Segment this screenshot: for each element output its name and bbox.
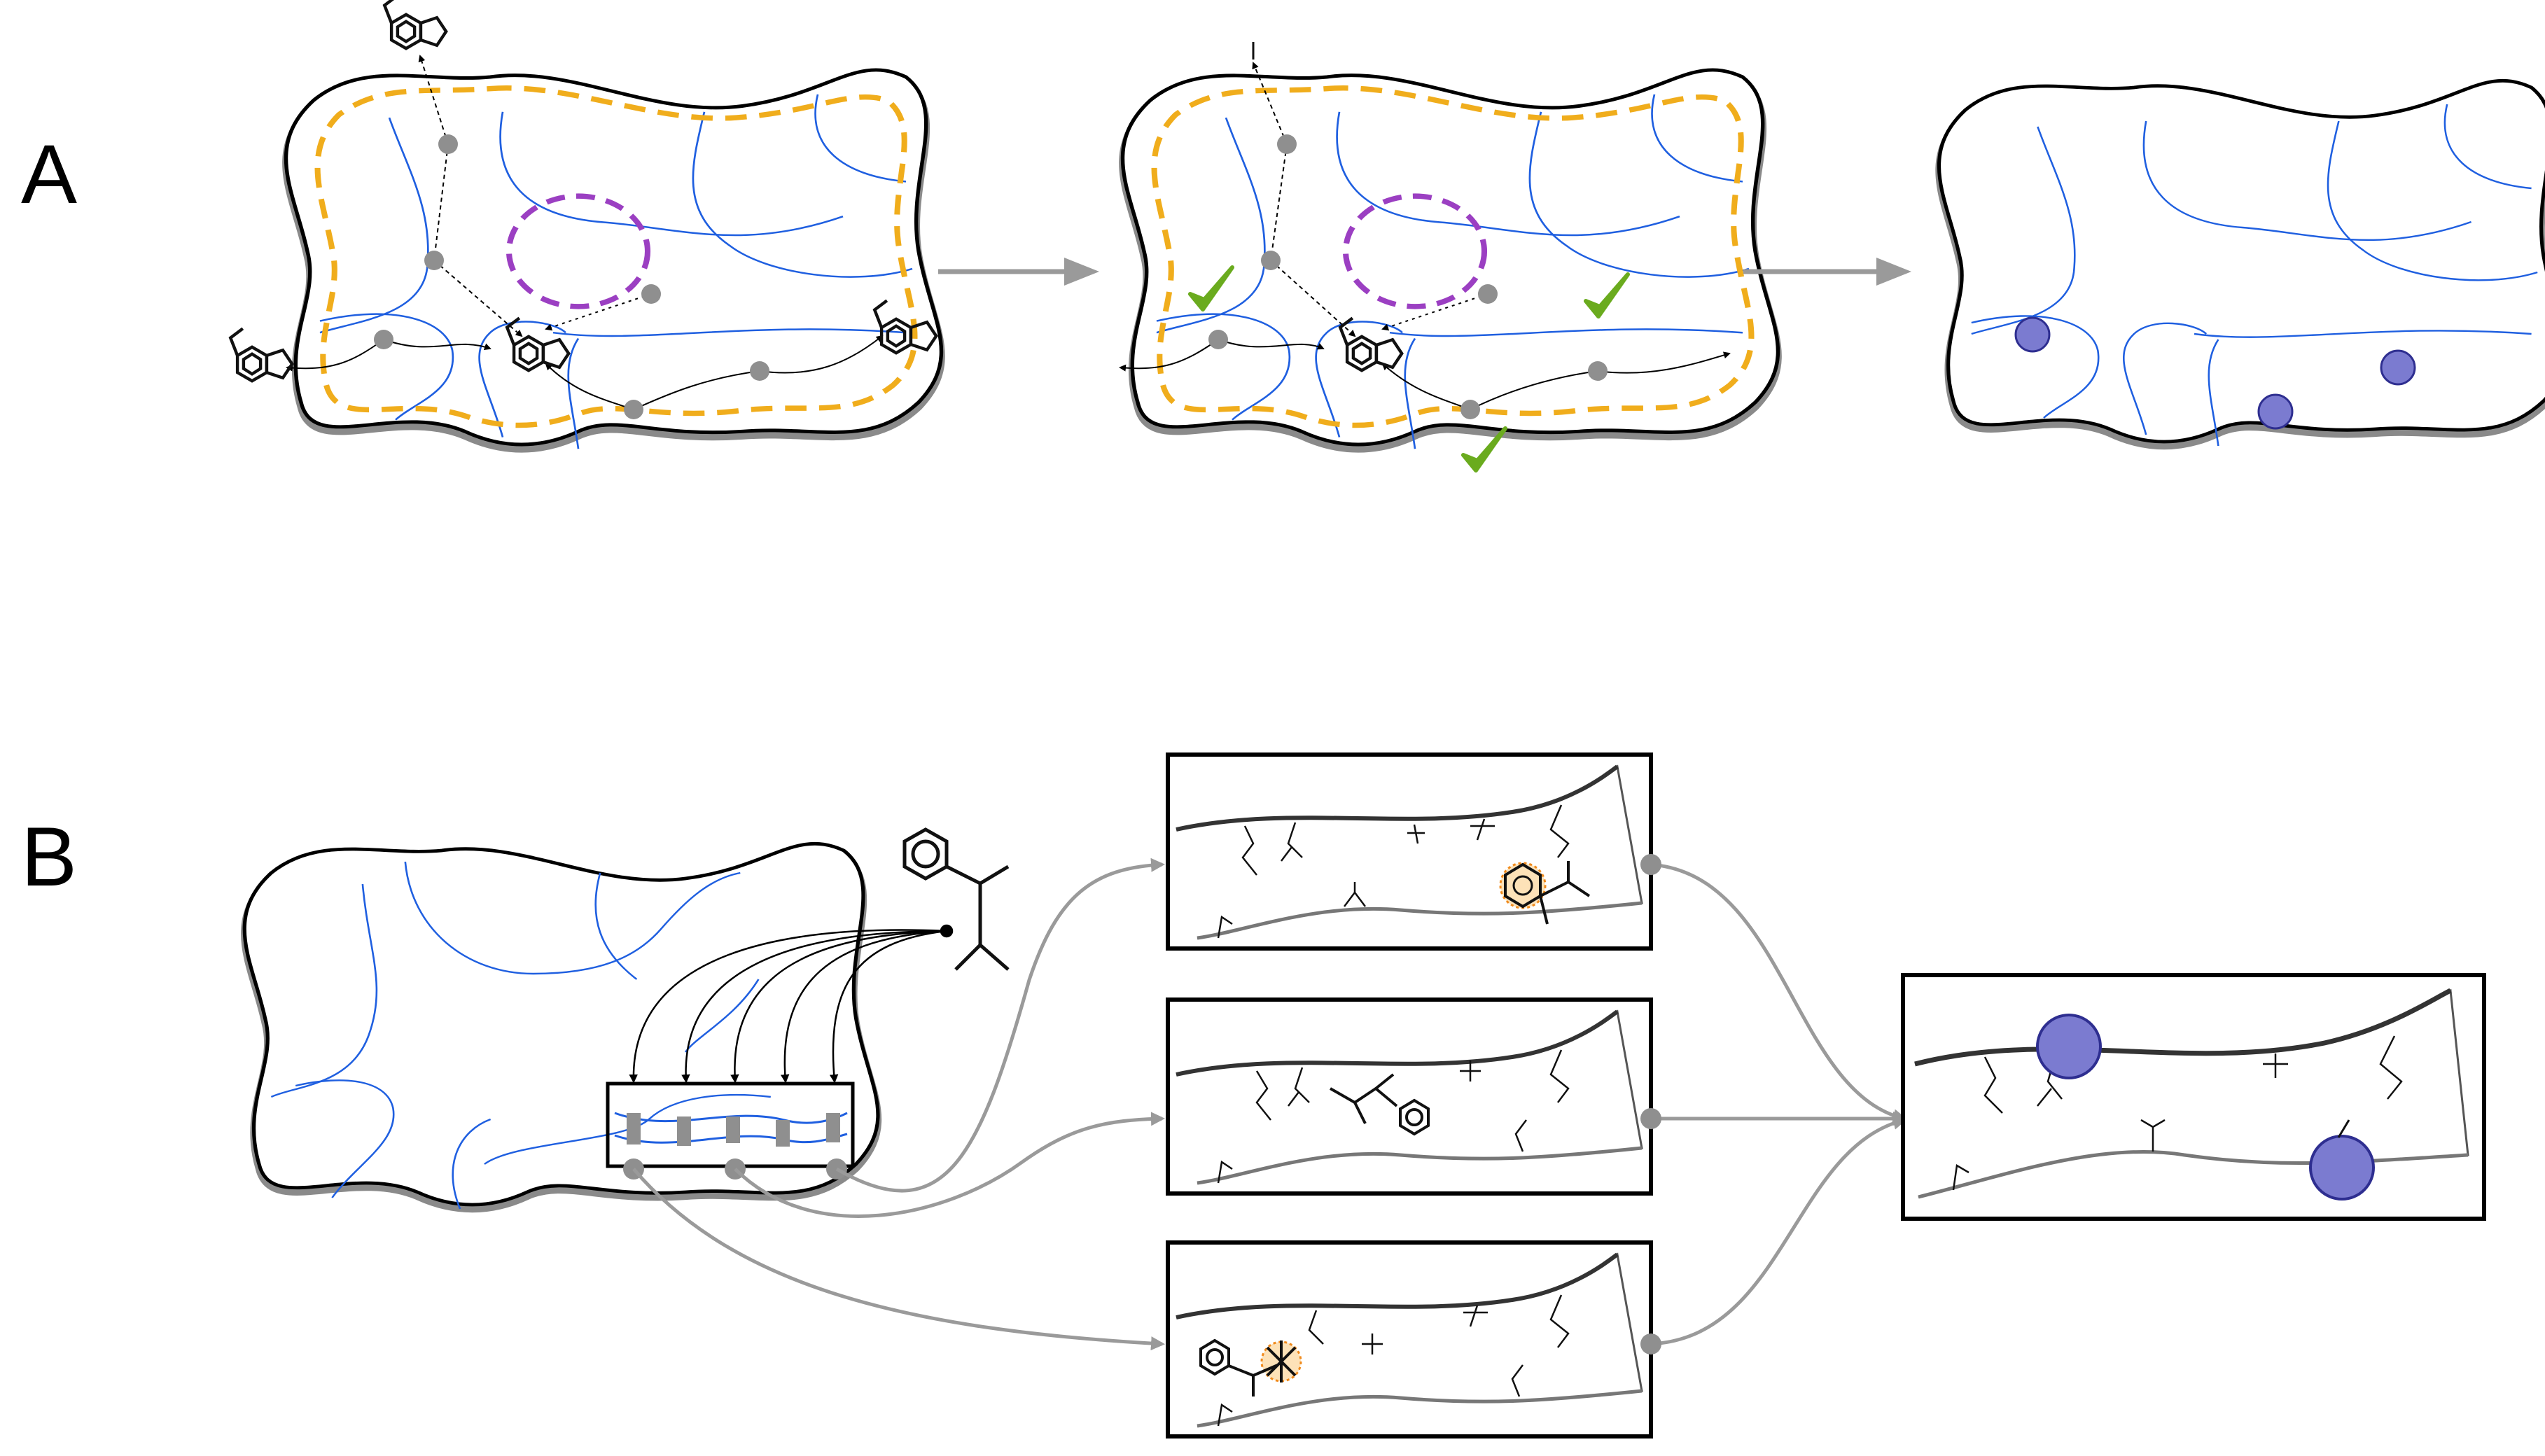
binding-site xyxy=(2014,316,2051,353)
active-site-outline xyxy=(505,193,651,309)
pocket-a2 xyxy=(1123,70,1778,449)
ligand-node xyxy=(1277,134,1297,154)
ligand-node xyxy=(1460,400,1480,419)
pose-node xyxy=(1640,1334,1661,1354)
binding-site xyxy=(2380,349,2416,386)
phenyl-branched-probe-icon xyxy=(902,827,1010,971)
ligand-node xyxy=(374,330,393,349)
right-arrow-icon xyxy=(1743,258,1911,286)
binding-sites-a xyxy=(2014,316,2416,430)
flow-arrows-in xyxy=(632,858,1165,1351)
pocket-a1-graph xyxy=(230,0,936,419)
steric-clash-icon xyxy=(1260,1340,1302,1382)
binding-site xyxy=(2257,393,2294,430)
ligand-node xyxy=(1588,361,1608,381)
ligand-node xyxy=(641,284,661,304)
steric-clash-icon xyxy=(1499,861,1591,925)
binding-site xyxy=(2309,1135,2375,1200)
ligand-node xyxy=(624,400,643,419)
binding-site xyxy=(2036,1014,2102,1079)
ligand-node xyxy=(1261,251,1281,270)
panel-label-a: A xyxy=(21,127,77,221)
pocket-a2-graph xyxy=(1119,42,1731,470)
pose-node xyxy=(1640,1108,1661,1129)
right-arrow-icon xyxy=(938,258,1099,286)
ligand-node xyxy=(1478,284,1498,304)
indane-ligand-icon xyxy=(230,328,292,381)
ligand-node xyxy=(1208,330,1228,349)
ligand-node xyxy=(438,134,458,154)
pocket-b xyxy=(244,844,878,1209)
pose-strip-3 xyxy=(1166,1240,1653,1438)
flow-arrows-out xyxy=(1640,854,1907,1354)
phenyl-branched-probe-icon xyxy=(1330,1073,1430,1136)
probe-placement-arrows xyxy=(629,924,954,1084)
pose-node xyxy=(1640,854,1661,875)
panel-label-b: B xyxy=(21,810,77,904)
pocket-a3 xyxy=(1939,80,2545,446)
ligand-node xyxy=(750,361,769,381)
indane-ligand-icon xyxy=(384,0,446,48)
pose-strip-2 xyxy=(1166,997,1653,1196)
pocket-a1 xyxy=(286,70,942,449)
phenyl-branched-probe-icon xyxy=(1199,1338,1278,1396)
active-site-outline xyxy=(1342,193,1488,309)
ligand-node xyxy=(424,251,444,270)
binding-site-result xyxy=(1901,973,2486,1221)
pose-strip-1 xyxy=(1166,752,1653,951)
